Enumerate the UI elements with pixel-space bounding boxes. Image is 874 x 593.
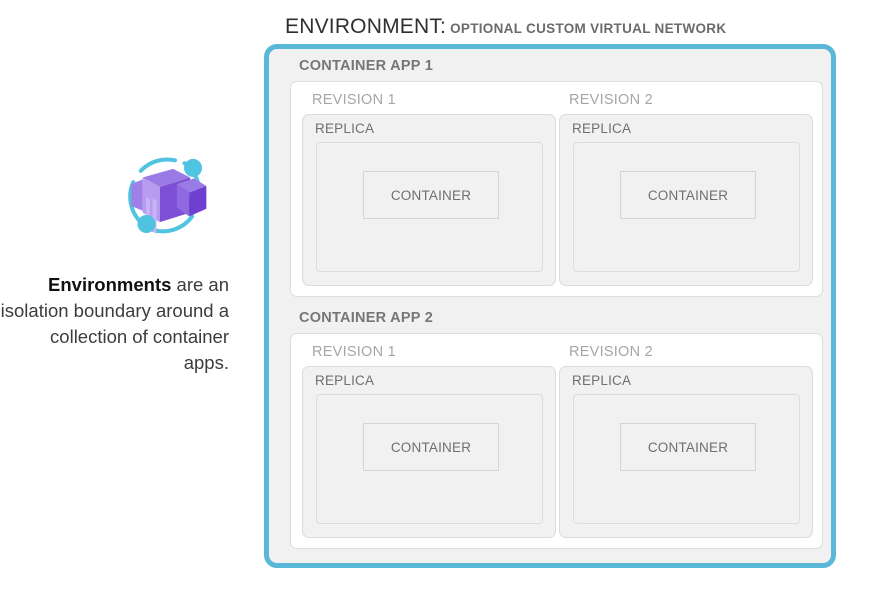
app-1-revision-1-container-label: CONTAINER — [390, 187, 472, 203]
app-2-revision-2-container-label: CONTAINER — [647, 439, 729, 455]
app-2-revision-1-container: CONTAINER — [363, 423, 499, 471]
app-1-revision-2-container-label: CONTAINER — [647, 187, 729, 203]
app-2-revision-1: REVISION 1 REPLICA CONTAINER — [302, 344, 556, 540]
app-2-revision-2-container: CONTAINER — [620, 423, 756, 471]
app-1-revision-2-replica-inner: CONTAINER — [573, 142, 800, 272]
app-2-revision-2: REVISION 2 REPLICA CONTAINER — [559, 344, 813, 540]
app-1-revision-2-label: REVISION 2 — [569, 92, 653, 108]
app-1-revision-1-replica-inner: CONTAINER — [316, 142, 543, 272]
container-app-1-body: REVISION 1 REPLICA CONTAINER REVISION 2 … — [290, 81, 823, 297]
app-2-revision-2-replica: REPLICA CONTAINER — [559, 366, 813, 538]
app-1-revision-2-replica-label: REPLICA — [572, 121, 632, 136]
app-2-revision-1-replica-inner: CONTAINER — [316, 394, 543, 524]
environment-subtitle: OPTIONAL CUSTOM VIRTUAL NETWORK — [450, 21, 727, 36]
app-2-revision-1-replica: REPLICA CONTAINER — [302, 366, 556, 538]
caption-rest-text: are an isolation boundary around a colle… — [0, 274, 229, 373]
environment-heading: ENVIRONMENT:OPTIONAL CUSTOM VIRTUAL NETW… — [285, 15, 726, 39]
app-2-revision-2-replica-inner: CONTAINER — [573, 394, 800, 524]
app-1-revision-1-container: CONTAINER — [363, 171, 499, 219]
container-app-1-label: CONTAINER APP 1 — [299, 58, 434, 74]
caption-strong-text: Environments — [48, 274, 172, 295]
app-1-revision-1-replica-label: REPLICA — [315, 121, 375, 136]
container-app-2: CONTAINER APP 2 REVISION 1 REPLICA CONTA… — [290, 310, 823, 549]
app-2-revision-1-label: REVISION 1 — [312, 344, 396, 360]
environment-title: ENVIRONMENT: — [285, 15, 447, 38]
app-1-revision-2: REVISION 2 REPLICA CONTAINER — [559, 92, 813, 288]
app-2-revision-1-replica-label: REPLICA — [315, 373, 375, 388]
container-app-1: CONTAINER APP 1 REVISION 1 REPLICA CONTA… — [290, 58, 823, 297]
app-1-revision-2-container: CONTAINER — [620, 171, 756, 219]
app-2-revision-2-replica-label: REPLICA — [572, 373, 632, 388]
app-2-revision-2-label: REVISION 2 — [569, 344, 653, 360]
app-1-revision-1-label: REVISION 1 — [312, 92, 396, 108]
app-1-revision-1: REVISION 1 REPLICA CONTAINER — [302, 92, 556, 288]
app-1-revision-2-replica: REPLICA CONTAINER — [559, 114, 813, 286]
app-1-revision-1-replica: REPLICA CONTAINER — [302, 114, 556, 286]
environments-caption: Environments are an isolation boundary a… — [0, 272, 229, 376]
azure-container-apps-icon — [118, 148, 213, 243]
environment-boundary: CONTAINER APP 1 REVISION 1 REPLICA CONTA… — [264, 44, 836, 568]
container-app-2-body: REVISION 1 REPLICA CONTAINER REVISION 2 … — [290, 333, 823, 549]
container-app-2-label: CONTAINER APP 2 — [299, 310, 434, 326]
app-2-revision-1-container-label: CONTAINER — [390, 439, 472, 455]
left-info-panel: Environments are an isolation boundary a… — [0, 0, 245, 593]
